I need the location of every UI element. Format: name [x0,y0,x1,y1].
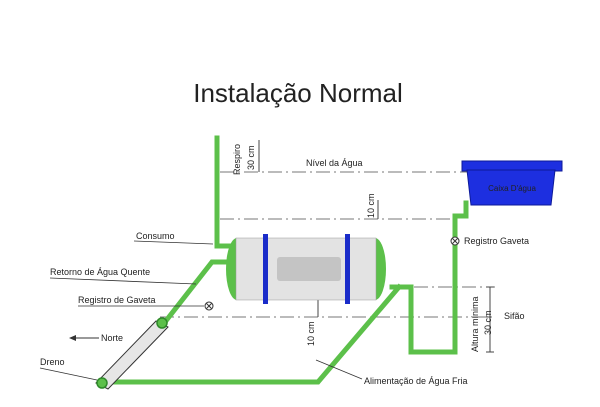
leader-dreno [39,367,98,381]
label-alimentacao: Alimentação de Água Fria [364,376,468,386]
vent-pipe [214,135,235,249]
cold-feed-pipe [389,200,469,355]
leader-consumo [133,240,214,245]
boiler-tank [226,234,386,304]
labels: Respiro 30 cm Nível da Água 10 cm Consum… [40,144,529,386]
label-registro-right: Registro Gaveta [464,236,529,246]
leader-alimentacao [315,359,363,380]
arrow-left-icon [69,335,99,341]
label-retorno: Retorno de Água Quente [50,267,150,277]
valve-icon [450,236,460,246]
label-10cm-top: 10 cm [366,193,376,218]
diagram-title: Instalação Normal [193,78,403,108]
collector-feed-pipe [100,283,403,385]
label-sifao: Sifão [504,311,525,321]
label-dreno: Dreno [40,357,65,367]
valves [204,236,460,311]
label-respiro: Respiro [232,144,242,175]
leader-retorno [49,277,197,285]
drain-fitting-icon [96,377,108,389]
dimension-markers [258,140,494,353]
label-altura-minima-dim: 30 cm [483,310,493,335]
reservoir-body [466,169,556,206]
collector-top-fitting [156,317,168,329]
collector-body [95,320,169,390]
label-nivel-agua: Nível da Água [306,158,363,168]
leader-lines [39,240,363,381]
label-altura-minima: Altura mínima [470,296,480,352]
solar-collector [95,317,169,390]
tank-band-right [345,234,350,304]
label-10cm-bottom: 10 cm [306,321,316,346]
tank-window [277,257,341,281]
reservoir-label: Caixa D'água [488,184,536,193]
water-reservoir: Caixa D'água [461,160,563,206]
label-registro-left: Registro de Gaveta [78,295,156,305]
pipes [100,135,469,385]
valve-icon [204,301,214,311]
label-norte: Norte [101,333,123,343]
label-consumo: Consumo [136,231,175,241]
tank-band-left [263,234,268,304]
reference-lines [160,171,495,318]
hot-return-pipe [161,259,235,326]
label-respiro-dim: 30 cm [246,145,256,170]
